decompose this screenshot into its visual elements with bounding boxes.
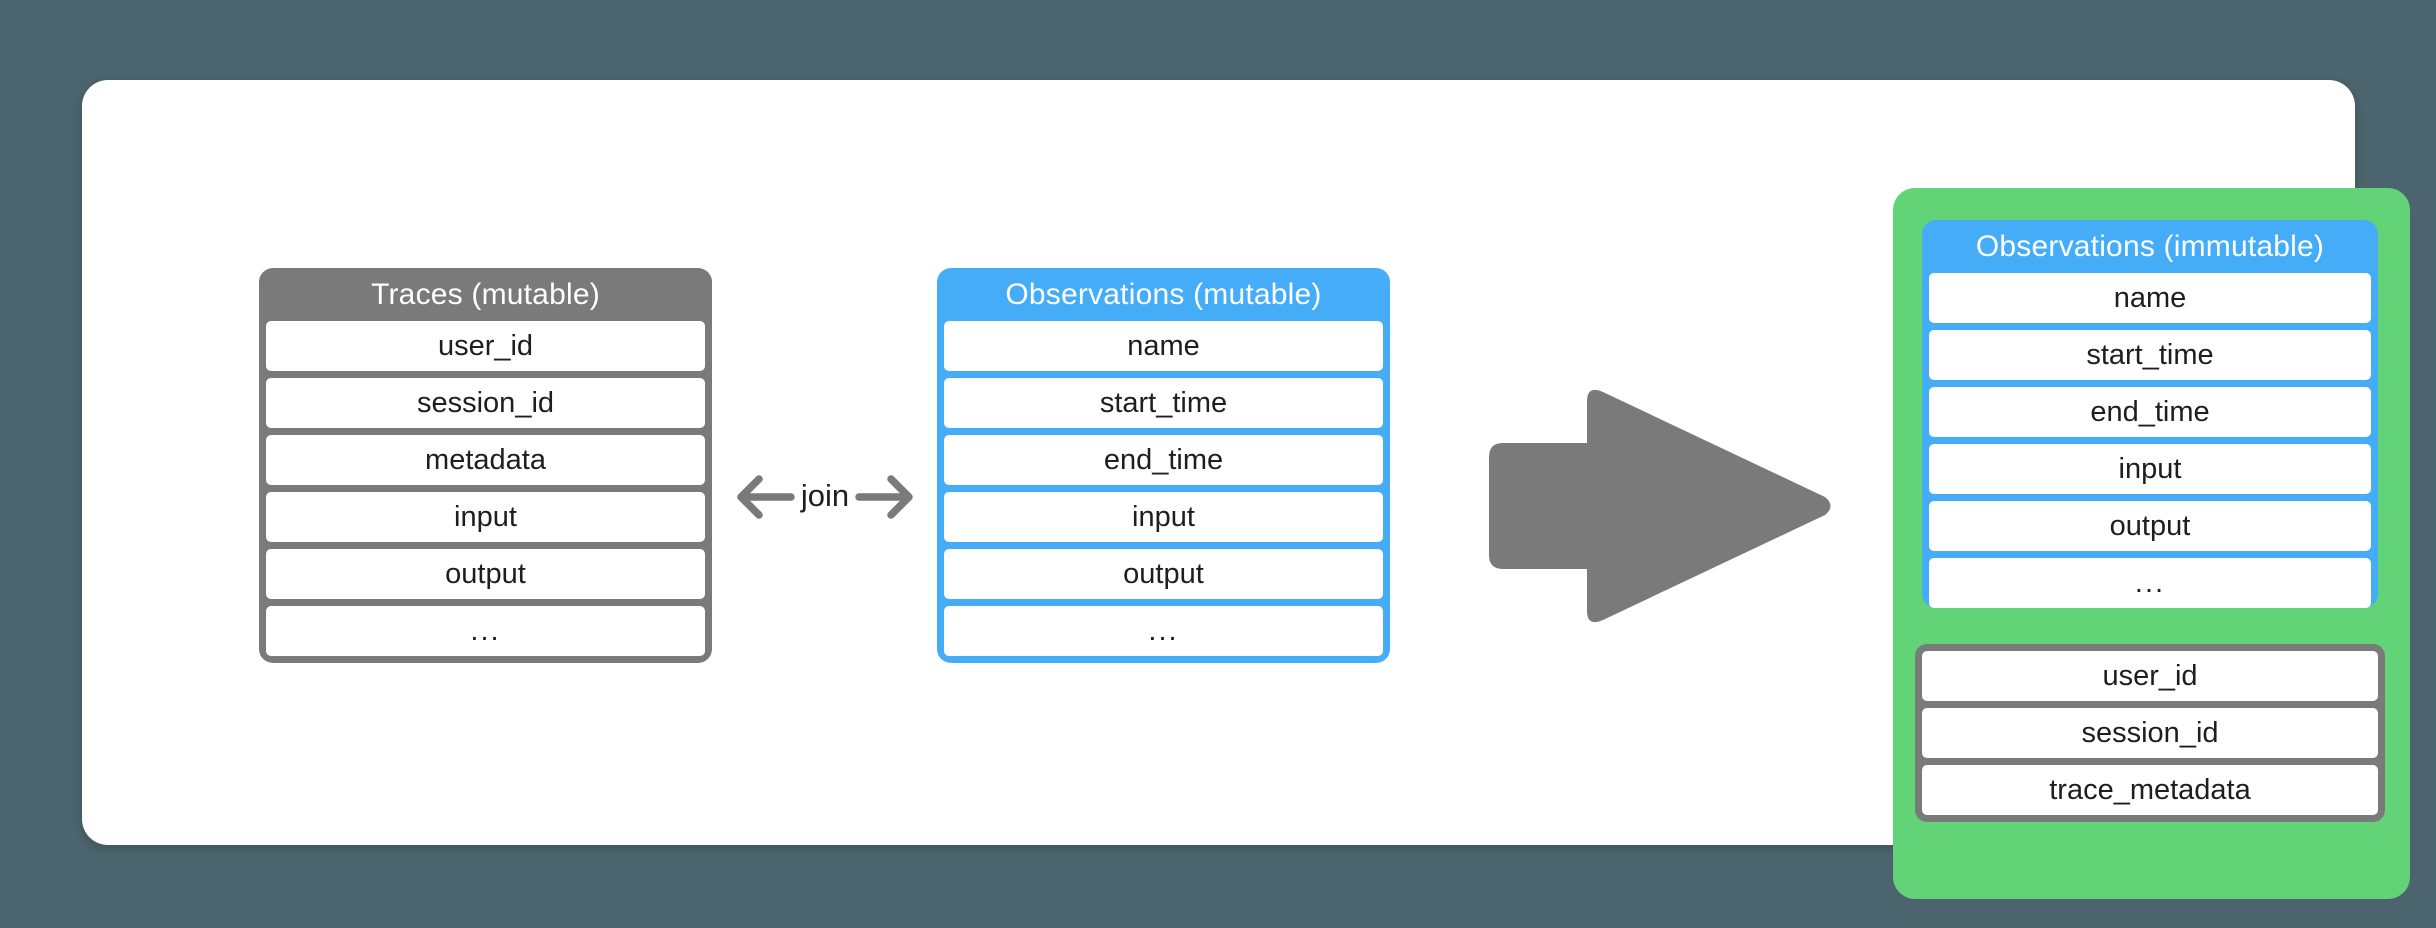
table-row: metadata xyxy=(266,435,705,485)
table-row: input xyxy=(1929,444,2371,494)
observations-immutable-table: Observations (immutable) name start_time… xyxy=(1922,220,2378,608)
table-row: ... xyxy=(266,606,705,656)
traces-table-title: Traces (mutable) xyxy=(371,278,600,311)
table-row: session_id xyxy=(1922,708,2378,758)
table-row: output xyxy=(944,549,1383,599)
table-row: name xyxy=(944,321,1383,371)
observations-immutable-table-title: Observations (immutable) xyxy=(1975,230,2325,263)
table-row: output xyxy=(1929,501,2371,551)
result-panel: Observations (immutable) name start_time… xyxy=(1893,188,2410,899)
table-row: input xyxy=(944,492,1383,542)
table-row: user_id xyxy=(266,321,705,371)
diagram-canvas: Traces (mutable) user_id session_id meta… xyxy=(82,80,2410,899)
table-row: end_time xyxy=(1929,387,2371,437)
table-row: ... xyxy=(944,606,1383,656)
table-row: trace_metadata xyxy=(1922,765,2378,815)
table-row: ... xyxy=(1929,558,2371,608)
traces-table: Traces (mutable) user_id session_id meta… xyxy=(259,268,712,663)
arrow-left-icon xyxy=(733,472,795,522)
table-row: start_time xyxy=(944,378,1383,428)
table-row: input xyxy=(266,492,705,542)
table-row: user_id xyxy=(1922,651,2378,701)
table-row: end_time xyxy=(944,435,1383,485)
join-label: join xyxy=(800,478,850,513)
join-connector: join xyxy=(718,466,932,528)
table-row: start_time xyxy=(1929,330,2371,380)
block-arrow-right-icon xyxy=(1481,381,1833,631)
table-row: session_id xyxy=(266,378,705,428)
trace-fields-group: user_id session_id trace_metadata xyxy=(1915,644,2385,822)
arrow-right-icon xyxy=(855,472,917,522)
table-row: output xyxy=(266,549,705,599)
table-row: name xyxy=(1929,273,2371,323)
observations-mutable-table: Observations (mutable) name start_time e… xyxy=(937,268,1390,663)
observations-mutable-table-title: Observations (mutable) xyxy=(1005,278,1322,311)
